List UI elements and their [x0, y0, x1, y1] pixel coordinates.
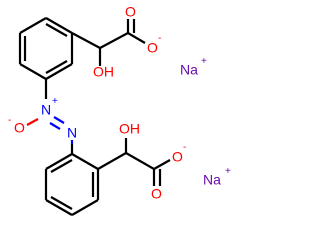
hydroxyl-bottom: OH — [119, 121, 140, 137]
carboxyl-oxygen-bottom-double: O — [151, 186, 162, 202]
sodium-charge-top: + — [201, 56, 207, 67]
sodium-ion-bottom: Na — [203, 172, 221, 188]
hydroxyl-top: OH — [93, 64, 114, 80]
bond-inner — [45, 60, 68, 74]
carboxyl-oxygen-top-double: O — [125, 4, 136, 20]
bond-inner — [50, 159, 73, 173]
bond — [45, 153, 73, 170]
n-oxide-oxygen: O — [14, 120, 25, 136]
bond — [71, 199, 99, 216]
carboxyl-oxygen-bottom-single: O — [172, 149, 183, 165]
bond — [125, 152, 155, 170]
molecule-structure: O O - OH Na + N + O - N OH O - O Na + — [8, 4, 231, 216]
bond — [19, 63, 47, 80]
bond-n-n — [49, 122, 61, 130]
bond — [97, 152, 127, 170]
bond — [45, 199, 73, 216]
carboxylate-charge-top: - — [158, 33, 161, 44]
bond — [127, 32, 146, 44]
azo-nitrogen: N — [67, 125, 77, 141]
n-oxide-charge: + — [52, 96, 58, 107]
bond-n-n — [53, 116, 65, 124]
n-oxide-nitrogen: N — [41, 102, 51, 118]
bond — [45, 17, 73, 34]
bond-inner — [45, 23, 68, 37]
upper-benzene-ring — [18, 17, 74, 80]
n-oxide-oxygen-charge: - — [8, 115, 11, 126]
bond — [99, 32, 129, 49]
lower-benzene-ring — [44, 153, 100, 216]
azoxy-linkage — [26, 79, 74, 154]
carboxyl-oxygen-top-single: O — [147, 40, 158, 56]
sodium-ion-top: Na — [180, 62, 198, 78]
bond-n-o — [26, 118, 39, 126]
bond — [153, 159, 171, 170]
bond — [45, 63, 73, 80]
bond — [71, 32, 101, 49]
bond — [19, 17, 47, 34]
bond-inner — [50, 196, 73, 210]
lower-side-chain — [97, 138, 171, 186]
bond — [71, 153, 99, 170]
carboxylate-charge-bottom: - — [183, 142, 186, 153]
upper-side-chain — [71, 19, 146, 66]
sodium-charge-bottom: + — [225, 166, 231, 177]
